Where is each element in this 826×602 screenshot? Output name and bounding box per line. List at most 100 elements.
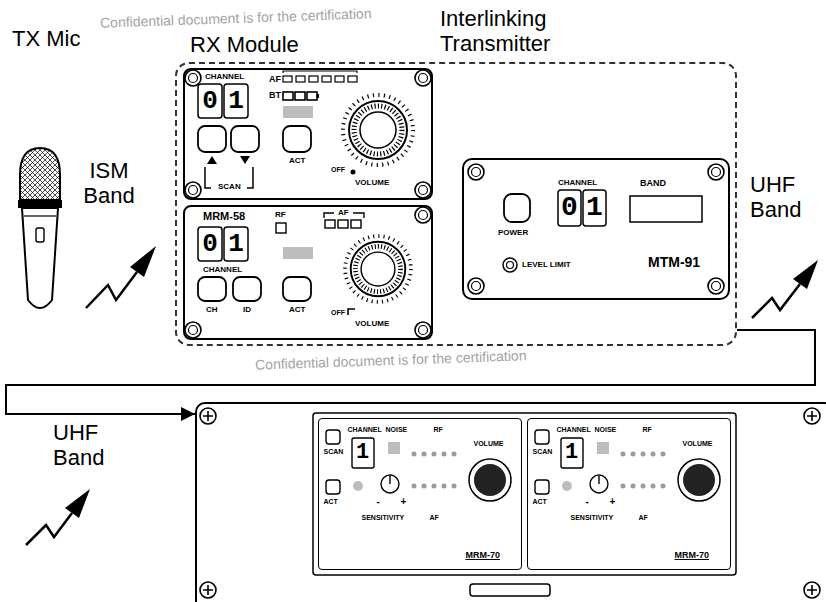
panel-label: SENSITIVITY: [362, 514, 405, 522]
rx-panel-face: [207, 156, 217, 164]
panel-label: SCAN: [533, 448, 553, 456]
panel-label: SCAN: [324, 448, 344, 456]
panel-label: CHANNEL: [558, 178, 597, 187]
wireless-arrow: [752, 284, 800, 318]
panel-label: ID: [243, 305, 251, 314]
receiver-module: CHANNEL01AFBTSCANACTOFFVOLUME: [183, 68, 433, 200]
panel-label: OFF: [331, 166, 345, 174]
panel-label: ACT: [289, 305, 305, 314]
panel-label: AF: [639, 514, 648, 522]
rx-panel-face: [325, 220, 335, 228]
rx-panel-face: [415, 70, 431, 86]
rx-panel-face: [224, 227, 248, 261]
panel-label: CHANNEL: [203, 265, 242, 274]
microphone: [36, 228, 44, 242]
tx-panel-face: [507, 262, 514, 269]
heading-label: RX Module: [190, 32, 299, 57]
panel-label: AF: [269, 74, 281, 84]
panel-label: NOISE: [595, 426, 617, 434]
rx-panel-face: [338, 220, 348, 228]
receiver-module: CHANNELNOISERF1VOLUMESCANACT-+SENSITIVIT…: [527, 418, 731, 570]
panel-label: -: [377, 496, 380, 508]
rx-panel-face: [335, 76, 344, 82]
watermark: Confidential document is for the certifi…: [100, 5, 372, 31]
panel-label: POWER: [498, 228, 528, 237]
panel-label: MRM-58: [203, 210, 245, 223]
panel-label: CHANNEL: [557, 426, 591, 434]
rx-panel-face: [343, 95, 413, 165]
microphone: [18, 200, 62, 208]
rack-face: [470, 584, 550, 596]
digit-display: 0: [198, 84, 222, 118]
rx-panel-face: [351, 220, 361, 228]
rx-panel-face: [296, 76, 305, 82]
panel-label: +: [401, 496, 407, 508]
panel-label: RF: [434, 426, 443, 434]
rx-panel-face: [283, 277, 311, 301]
rx-panel-face: [415, 207, 431, 223]
digit-display: 1: [352, 438, 374, 468]
panel-label: VOLUME: [683, 440, 713, 448]
microphone: [18, 148, 62, 308]
tx-panel-face: [708, 164, 724, 180]
rx-panel-face: [283, 106, 313, 118]
rack-face: [804, 408, 820, 424]
digit-display: 1: [224, 227, 248, 261]
rx-panel-face: [307, 92, 317, 100]
wireless-arrow: [86, 246, 156, 308]
rx-panel-face: [185, 70, 201, 86]
rx-panel-face: [295, 92, 305, 100]
panel-label: BAND: [640, 178, 666, 188]
rx-panel-face: [231, 126, 259, 152]
wireless-arrow: [26, 489, 90, 545]
rx-panel-face: [283, 247, 313, 259]
digit-display: 0: [198, 227, 222, 261]
rx-panel-face: [322, 76, 331, 82]
rx-panel-face: [283, 71, 357, 73]
wireless-arrow: [793, 260, 818, 289]
rx-panel-face: [283, 76, 292, 82]
rx-panel-face: [283, 76, 357, 82]
rx-panel-face: [309, 76, 318, 82]
rx-panel-face: [185, 70, 431, 198]
panel-label: MTM-91: [648, 254, 700, 270]
tx-panel-face: [583, 190, 606, 226]
watermark: Confidential document is for the certifi…: [255, 347, 527, 373]
tx-panel-face: [503, 258, 517, 272]
panel-label: SENSITIVITY: [571, 514, 614, 522]
panel-label: MRM-70: [675, 550, 710, 560]
band-label: UHF Band: [750, 172, 822, 223]
panel-label: RF: [275, 210, 286, 219]
panel-label: +: [610, 496, 616, 508]
digit-display: 1: [561, 438, 583, 468]
rack-face: [200, 408, 820, 598]
rx-panel-face: [198, 84, 222, 118]
microphone: [22, 208, 58, 308]
rx-panel-face: [283, 126, 311, 152]
heading-label: Interlinking Transmitter: [440, 6, 580, 57]
device-label: TX Mic: [12, 26, 80, 51]
rx-panel-face: [317, 94, 319, 98]
panel-label: MRM-70: [466, 550, 501, 560]
rx-panel-face: [224, 84, 248, 118]
panel-label: SCAN: [218, 182, 241, 191]
tx-panel-face: [468, 164, 724, 294]
rx-panel-face: [415, 182, 431, 198]
panel-label: BT: [269, 90, 281, 100]
panel-label: ACT: [533, 498, 547, 506]
wireless-arrow: [752, 260, 818, 318]
panel-label: AF: [430, 514, 439, 522]
digit-display: 0: [558, 190, 581, 226]
panel-label: VOLUME: [355, 178, 389, 187]
rack-face: [535, 430, 720, 501]
receiver-module: CHANNELNOISERF1VOLUMESCANACT-+SENSITIVIT…: [318, 418, 522, 570]
rx-panel-face: [185, 322, 201, 338]
rx-panel-face: [348, 76, 357, 82]
rx-panel-face: [348, 309, 355, 315]
rx-panel-face: [325, 220, 361, 228]
wireless-arrow: [86, 272, 137, 308]
panel-label: NOISE: [386, 426, 408, 434]
rack-face: [313, 413, 736, 575]
